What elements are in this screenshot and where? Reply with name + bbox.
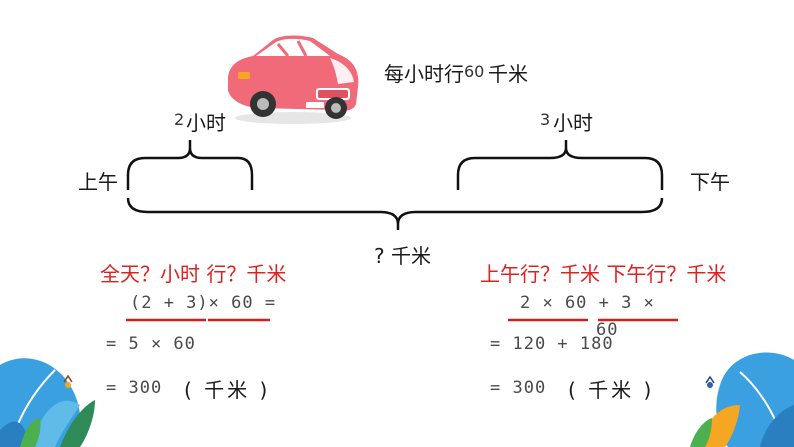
method2-title: 上午行？千米 下午行？千米 [480,262,727,286]
afternoon-brace [456,140,664,190]
morning-hours-number: 2 [174,110,185,129]
method2-line3-unit: ( 千米 ) [568,378,655,402]
method1-line3-value: = 300 [106,378,163,398]
method2-line2: = 120 + 180 [490,334,614,354]
total-brace [126,197,664,230]
morning-brace [126,140,254,190]
method1-line1: (2 + 3)× 60 = [130,293,277,313]
rate-label: 每小时行 [384,58,464,87]
leaf-decoration-left [0,358,95,447]
rate-prefix: 每小时行 [384,62,464,86]
method2-line1: 2 × 60 + 3 × [520,293,655,313]
morning-hours-unit: 小时 [186,111,226,135]
method1-line2: = 5 × 60 [106,334,196,354]
rate-number: 60 [464,62,485,81]
afternoon-hours-unit: 小时 [553,111,593,135]
total-label: ? 千米 [374,244,431,268]
afternoon-label: 下午 [690,170,730,194]
car-icon [228,35,359,124]
rate-unit: 千米 [488,62,528,86]
leaf-decoration-right [690,352,794,447]
morning-label: 上午 [78,170,118,194]
method2-line1-wrap: 60 [596,320,619,340]
afternoon-hours-number: 3 [540,110,551,129]
method1-title: 全天？小时 行？千米 [100,262,287,286]
method1-line3-unit: ( 千米 ) [184,378,271,402]
method2-line3-value: = 300 [490,378,547,398]
